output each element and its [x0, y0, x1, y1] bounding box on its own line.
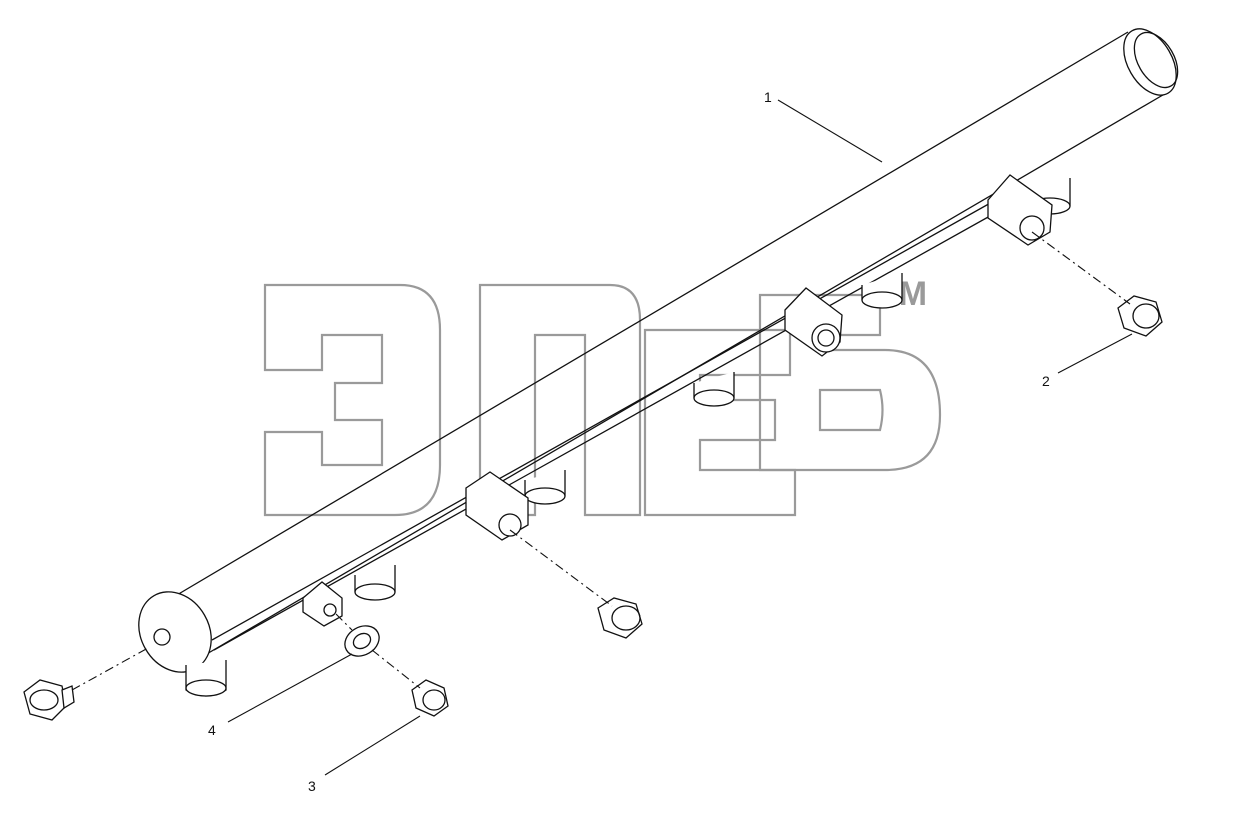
boss-upper: [784, 287, 843, 357]
outlet-5: [861, 273, 903, 309]
fuel-rail-tube: [138, 28, 1179, 673]
outlet-4: [693, 372, 735, 407]
outlet-2: [354, 565, 396, 601]
plug-middle: [597, 597, 643, 639]
callout-1: 1: [764, 89, 772, 105]
plug-part-3: [411, 679, 449, 717]
plug-right-part-2: [1117, 295, 1163, 337]
leader-lines: [227, 99, 1133, 776]
boss-middle: [465, 471, 529, 541]
outlet-3: [524, 470, 566, 505]
plug-left: [23, 679, 75, 721]
boss-right: [987, 174, 1053, 246]
rail-bar: [211, 191, 1016, 651]
callout-4: 4: [208, 722, 216, 738]
callout-3: 3: [308, 778, 316, 794]
assembly-axes: [71, 231, 1131, 691]
loose-parts: [23, 295, 1163, 721]
callout-2: 2: [1042, 373, 1050, 389]
rail-outlets: [185, 178, 1071, 697]
callouts: 1 2 4 3: [208, 89, 1050, 794]
outlet-1: [185, 660, 227, 697]
rail-bosses: [302, 174, 1053, 627]
washer-part-4: [344, 625, 380, 657]
boss-left: [302, 581, 343, 627]
watermark-logo: TM: [263, 275, 942, 517]
